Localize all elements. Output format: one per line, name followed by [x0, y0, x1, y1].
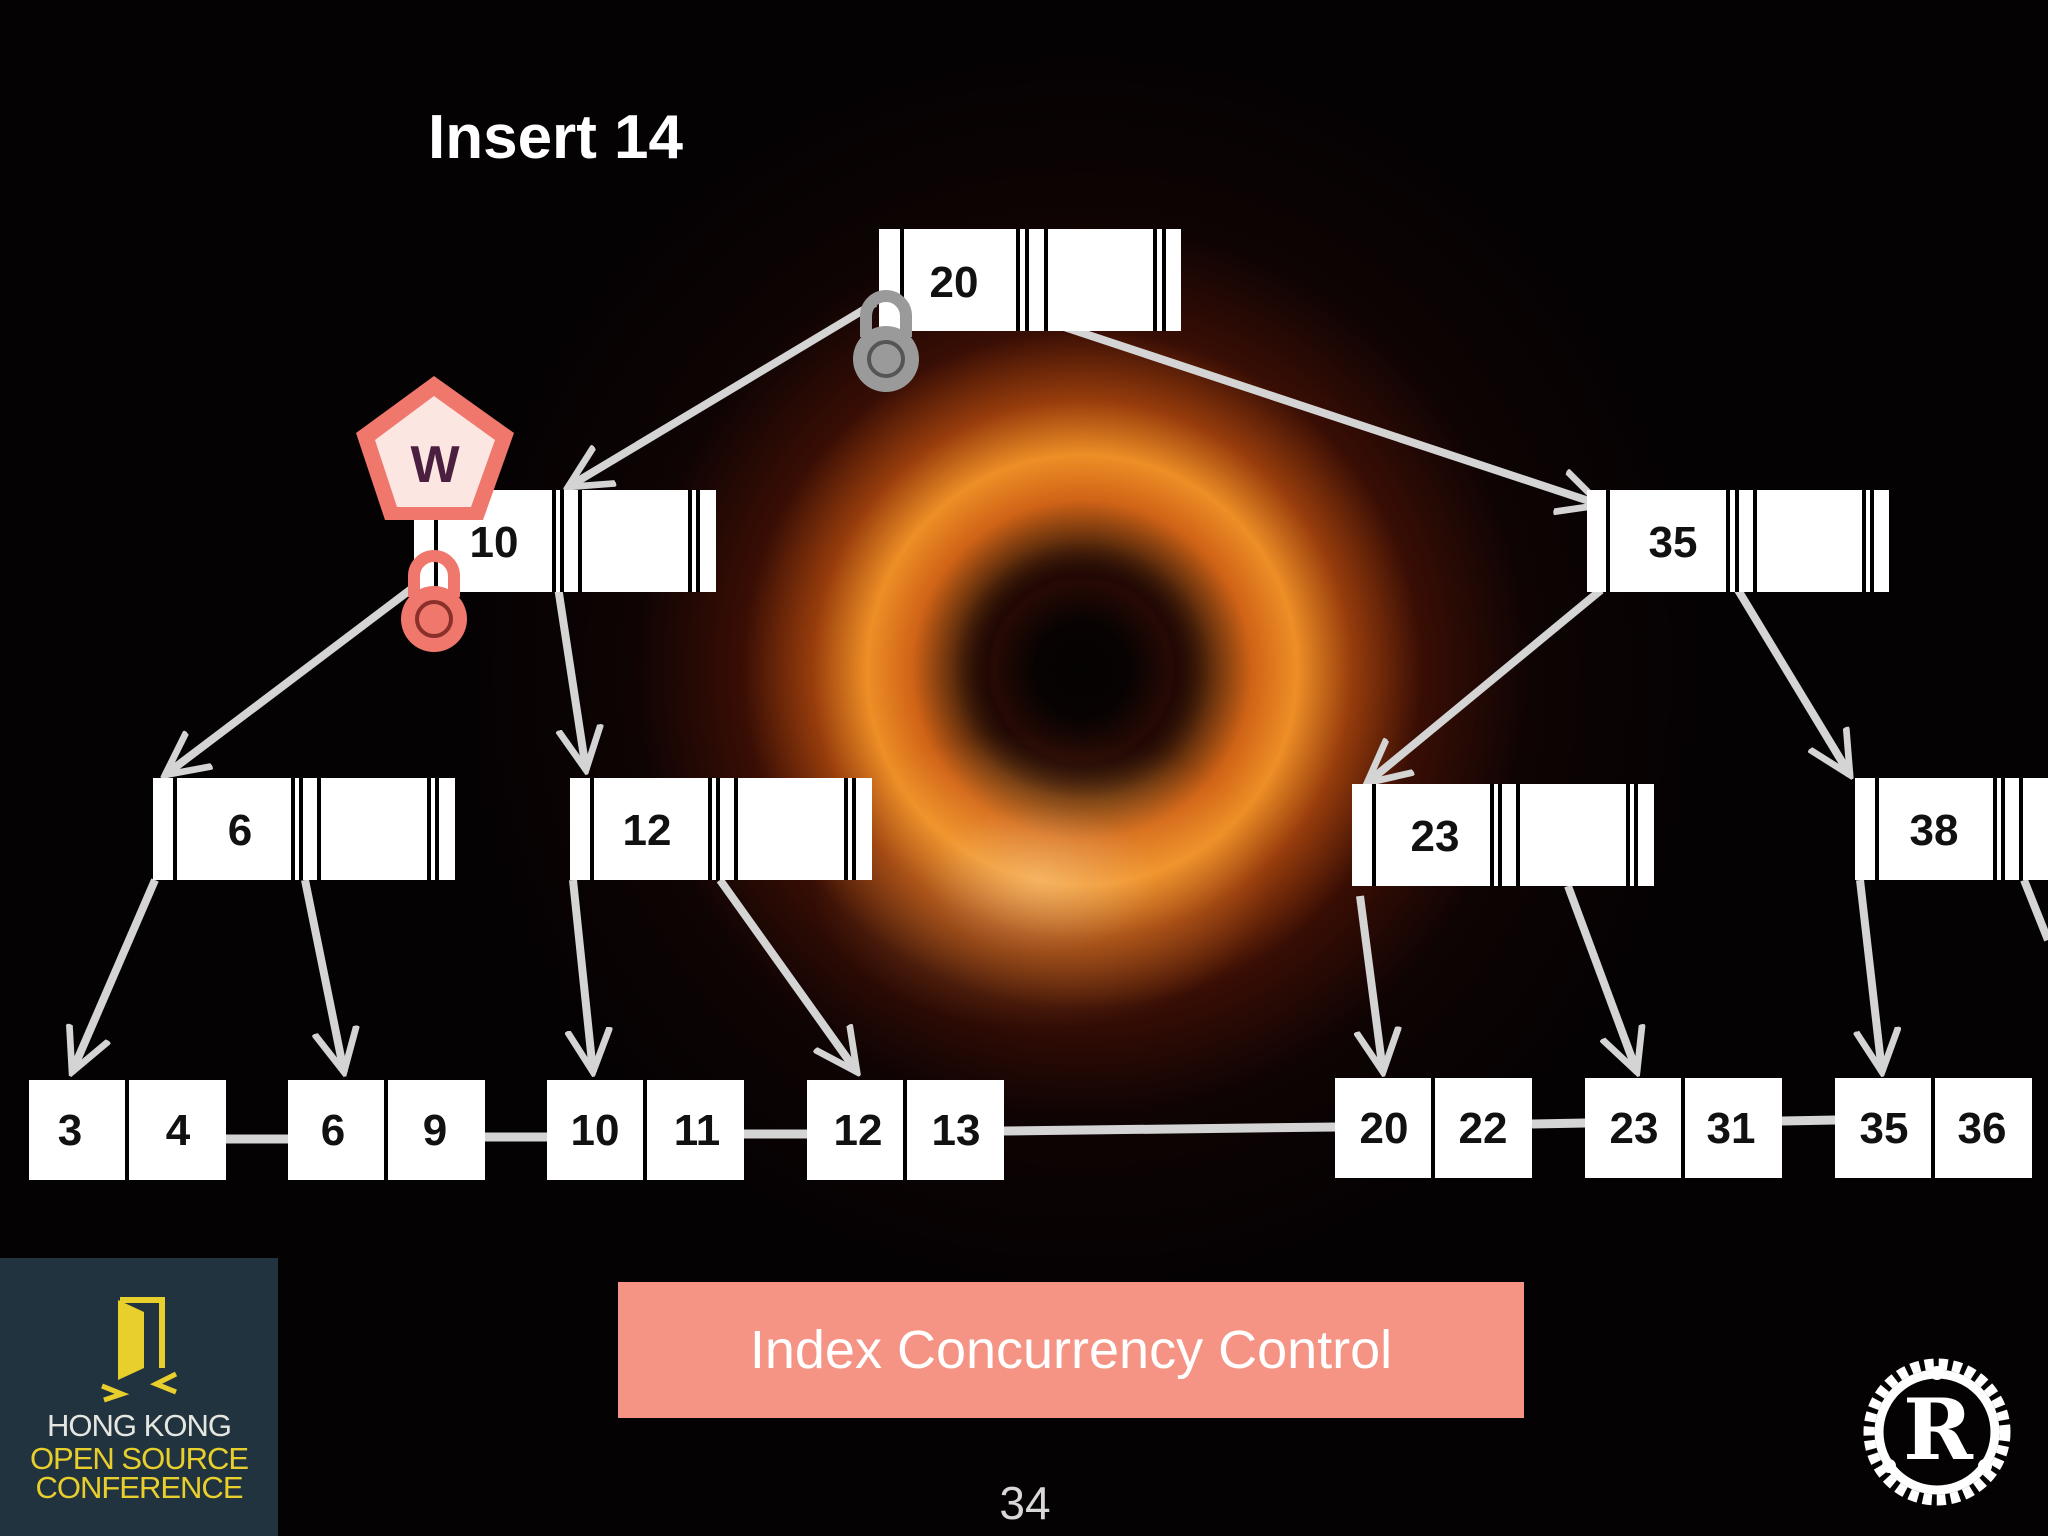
- leaf-key: 31: [1707, 1104, 1756, 1153]
- leaf-key: 35: [1860, 1104, 1909, 1153]
- leaf-node: 6 9: [288, 1080, 485, 1180]
- leaf-node: 20 22: [1335, 1078, 1532, 1178]
- lock-icon: [401, 550, 467, 652]
- leaf-node: 12 13: [807, 1080, 1004, 1180]
- leaf-key: 36: [1958, 1104, 2007, 1153]
- caption-banner: Index Concurrency Control: [618, 1282, 1524, 1418]
- lock-icon: [853, 290, 919, 392]
- leaf-link: [1531, 1118, 1587, 1129]
- tree-node-38: 38: [1855, 778, 2048, 880]
- arrow-10-to-12: [554, 586, 586, 770]
- leaf-link: [1002, 1122, 1337, 1136]
- hkosc-line: CONFERENCE: [35, 1470, 243, 1505]
- leaf-key: 6: [321, 1106, 345, 1155]
- leaf-key: 10: [571, 1106, 620, 1155]
- leaf-node: 23 31: [1585, 1078, 1782, 1178]
- leaf-node: 35 36: [1835, 1078, 2032, 1178]
- node-body: [1855, 778, 2048, 880]
- arrow-6-to-3-4: [72, 878, 159, 1072]
- leaf-key: 20: [1360, 1104, 1409, 1153]
- arrow-35-to-38: [1731, 582, 1850, 775]
- node-body: [153, 778, 455, 880]
- node-key: 12: [623, 806, 672, 855]
- node-key: 20: [930, 258, 979, 307]
- arrow-12-to-10-11: [573, 879, 593, 1072]
- door-icon: [101, 1297, 178, 1403]
- node-key: 35: [1649, 518, 1698, 567]
- tree-node-6: 6: [153, 778, 455, 880]
- tree-node-35: 35: [1587, 490, 1889, 592]
- tree-node-root: 20: [879, 229, 1181, 331]
- arrow-35-to-23: [1367, 586, 1604, 783]
- arrow-6-to-6-9: [301, 879, 344, 1072]
- node-body: [1352, 784, 1654, 886]
- node-key: 10: [470, 518, 519, 567]
- arrow-23-to-23-31: [1564, 884, 1637, 1072]
- arrow-38-to-35-36: [1860, 879, 1882, 1072]
- leaf-key: 4: [166, 1106, 191, 1155]
- arrow-root-to-10: [568, 299, 878, 487]
- hkosc-line: HONG KONG: [47, 1408, 232, 1443]
- node-key: 38: [1910, 806, 1959, 855]
- hkosc-line: OPEN SOURCE: [29, 1441, 249, 1476]
- rust-logo-letter: R: [1903, 1380, 1974, 1479]
- leaf-key: 22: [1459, 1104, 1508, 1153]
- leaf-key: 12: [834, 1106, 883, 1155]
- write-latch-letter: W: [410, 436, 460, 494]
- node-body: [879, 229, 1181, 331]
- node-key: 23: [1411, 812, 1460, 861]
- leaf-link: [1781, 1115, 1837, 1126]
- node-key: 6: [228, 806, 252, 855]
- leaf-node: 3 4: [29, 1080, 226, 1180]
- rust-logo-icon: R: [1863, 1358, 2011, 1506]
- pointer-arrows: [72, 299, 2048, 1072]
- write-latch-badge: W: [356, 376, 514, 520]
- slide-title: Insert 14: [428, 103, 684, 172]
- hkosc-logo: HONG KONG OPEN SOURCE CONFERENCE: [0, 1258, 278, 1536]
- node-body: [570, 778, 872, 880]
- leaf-key: 13: [932, 1106, 981, 1155]
- tree-node-23: 23: [1352, 784, 1654, 886]
- arrow-38-to-next: [2020, 878, 2048, 942]
- arrow-12-to-12-13: [716, 877, 857, 1072]
- leaf-key: 3: [58, 1106, 82, 1155]
- tree-node-12: 12: [570, 778, 872, 880]
- leaf-links: [226, 1115, 1837, 1144]
- leaf-node: 10 11: [547, 1080, 744, 1180]
- leaf-key: 9: [423, 1106, 447, 1155]
- leaf-key: 11: [674, 1106, 721, 1155]
- arrow-root-to-35: [1032, 313, 1601, 505]
- arrow-10-to-6: [165, 583, 417, 775]
- page-number: 34: [999, 1477, 1051, 1529]
- leaf-key: 23: [1610, 1104, 1659, 1153]
- arrow-23-to-20-22: [1360, 895, 1383, 1072]
